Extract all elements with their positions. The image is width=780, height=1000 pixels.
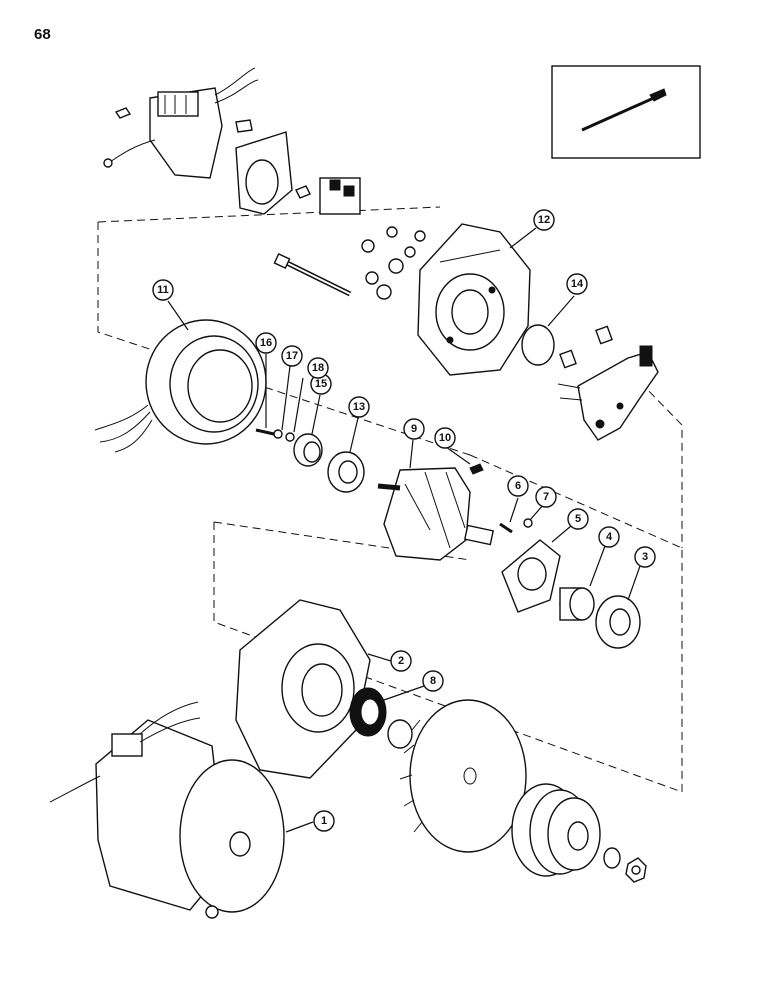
callout-label: 2 [398,655,404,667]
callout-18: 18 [307,357,329,379]
callout-label: 11 [157,284,169,296]
callout-label: 1 [321,815,327,827]
callout-8: 8 [422,670,444,692]
assembled-alternator [49,701,285,919]
callout-label: 13 [353,401,365,413]
callout-11: 11 [152,279,174,301]
callout-5: 5 [567,508,589,530]
callout-3: 3 [634,546,656,568]
collar [559,587,595,621]
callout-2: 2 [390,650,412,672]
oil-seal [349,687,387,737]
hardware-16-18 [255,428,295,442]
rectifier-bridge [557,325,659,441]
callout-9: 9 [403,418,425,440]
terminal-block [295,177,361,215]
pulley-nut [625,857,647,883]
callout-6: 6 [507,475,529,497]
bearing-3 [595,595,641,649]
rotor [377,463,495,561]
inset-box [551,65,701,159]
callout-label: 16 [260,337,272,349]
callout-label: 17 [286,350,298,362]
callout-label: 3 [642,551,648,563]
callout-label: 10 [439,432,451,444]
screw-6 [499,522,513,534]
callout-label: 9 [411,423,417,435]
spacer [387,719,413,749]
nuts-and-washers [361,226,426,300]
through-bolt [273,253,352,297]
gasket [235,131,293,215]
callout-13: 13 [348,396,370,418]
spacer-15 [293,433,323,467]
retainer-plate [501,539,561,613]
washer-7 [523,518,533,528]
callout-7: 7 [535,486,557,508]
callout-label: 6 [515,480,521,492]
callout-10: 10 [434,427,456,449]
callout-1: 1 [313,810,335,832]
callout-15: 15 [310,373,332,395]
seal-ring [521,324,555,366]
callout-label: 14 [571,278,584,290]
pulley-washer [603,847,621,869]
voltage-regulator [103,67,259,179]
callout-label: 8 [430,675,436,687]
callout-16: 16 [255,332,277,354]
callout-label: 7 [543,491,549,503]
callout-label: 12 [538,214,550,226]
fan [399,699,527,853]
drive-end-frame [235,599,371,779]
bearing-13 [327,451,365,493]
slip-ring-end-frame [417,223,531,376]
page-number: 68 [34,26,51,43]
callout-4: 4 [598,526,620,548]
callout-label: 4 [606,531,613,543]
callout-17: 17 [281,345,303,367]
callout-label: 15 [315,378,327,390]
callout-label: 5 [575,513,581,525]
callout-12: 12 [533,209,555,231]
callout-label: 18 [312,362,324,374]
callout-14: 14 [566,273,588,295]
leader-lines [167,227,641,833]
pulley [511,783,601,877]
